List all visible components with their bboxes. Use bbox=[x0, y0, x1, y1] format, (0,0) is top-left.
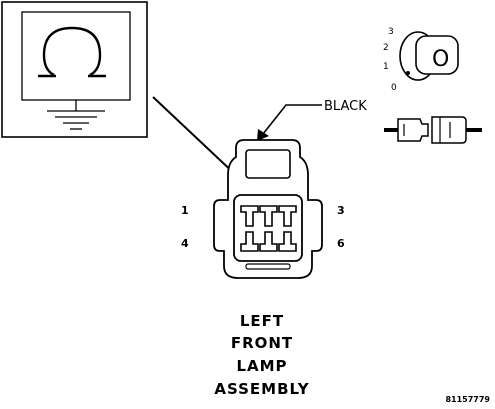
pin-label-6: 6 bbox=[337, 237, 345, 250]
ohm-symbol-icon bbox=[38, 26, 106, 78]
connector-key-slot bbox=[245, 263, 291, 270]
ignition-position-1: 1 bbox=[383, 62, 389, 72]
terminal-cavity bbox=[278, 231, 297, 252]
leader-arrowhead-icon bbox=[257, 129, 269, 141]
terminal-cavity bbox=[259, 205, 278, 227]
wire-color-label: BLACK bbox=[324, 99, 367, 114]
caption-line-3: LAMP bbox=[236, 357, 287, 375]
connector bbox=[213, 139, 323, 279]
ignition-key-head bbox=[415, 35, 459, 75]
ohmmeter: Ω bbox=[1, 1, 148, 138]
pin-label-3: 3 bbox=[337, 204, 345, 217]
disconnected-connector-icon bbox=[384, 116, 482, 144]
terminal-cavities bbox=[240, 205, 297, 252]
ohmmeter-display bbox=[21, 11, 131, 101]
wire-color-leader bbox=[257, 104, 322, 141]
caption-line-2: FRONT bbox=[231, 334, 293, 352]
figure-id: 81157779 bbox=[445, 395, 490, 404]
ground-symbol-icon bbox=[47, 100, 105, 130]
caption-line-1: LEFT bbox=[240, 312, 284, 330]
terminal-cavity bbox=[278, 205, 297, 227]
terminal-cavity bbox=[240, 205, 259, 227]
ignition-position-3: 3 bbox=[388, 27, 394, 37]
terminal-cavity bbox=[240, 231, 259, 252]
connector-latch bbox=[245, 149, 291, 179]
pin-label-1: 1 bbox=[181, 204, 189, 217]
ignition-key-symbol: O bbox=[432, 47, 449, 72]
terminal-cavity bbox=[259, 231, 278, 252]
ignition-position-2: 2 bbox=[383, 43, 389, 53]
ignition-switch-icon bbox=[399, 31, 459, 81]
ignition-position-0: 0 bbox=[391, 83, 397, 93]
pin-label-4: 4 bbox=[181, 237, 189, 250]
caption-line-4: ASSEMBLY bbox=[214, 380, 309, 398]
